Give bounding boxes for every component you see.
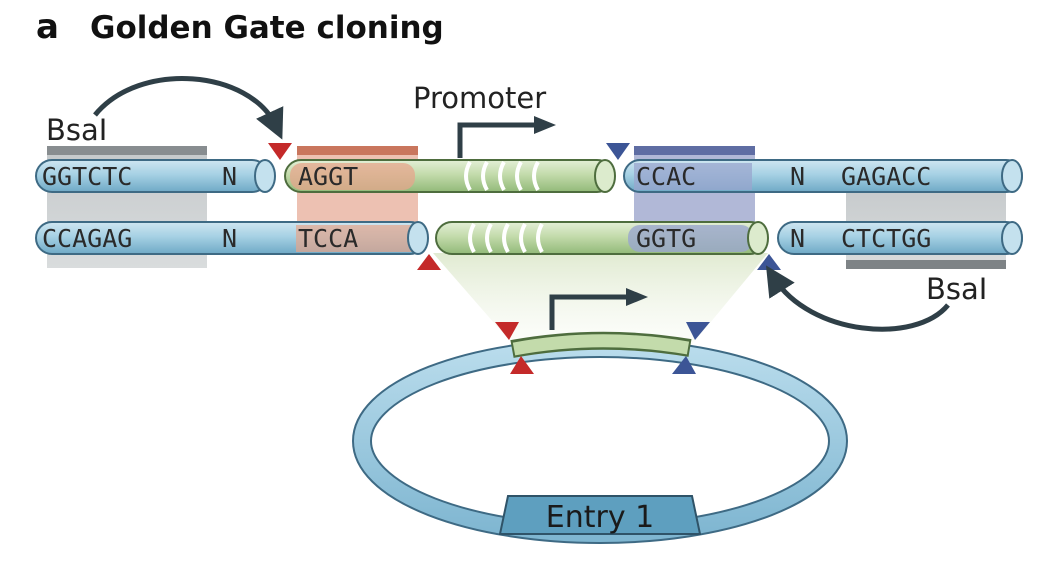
bottom-right-end [1001, 221, 1023, 255]
top-overhang-right: CCAC [636, 162, 696, 191]
bsai-bar-right [846, 260, 1006, 269]
entry-plasmid: Entry 1 [352, 288, 848, 544]
plasmid-promoter-arrow-head [626, 288, 648, 306]
cut-site-top-right-marker [606, 143, 630, 160]
bottom-overhang-blue-tint [628, 225, 753, 252]
bottom-overhang-tint [296, 225, 416, 252]
cut-site-bottom-left-marker [417, 254, 441, 270]
plasmid-insert [512, 334, 690, 356]
junction-left-top-marker [495, 322, 519, 340]
bottom-right-site: CTCTGG [841, 224, 931, 253]
top-right-overhang-tint [634, 163, 752, 190]
top-promoter-end [594, 159, 616, 193]
bsai-bottom-arrow [765, 265, 950, 332]
bsai-label-bottom: BsaI [926, 272, 987, 306]
bottom-promoter-end [747, 221, 769, 255]
bottom-overhang-right: GGTG [636, 224, 696, 253]
plasmid-promoter-arrow [549, 294, 630, 330]
figure-title: Golden Gate cloning [90, 10, 444, 46]
top-right-site: GAGACC [841, 162, 931, 191]
bottom-left-site: CCAGAG [42, 224, 132, 253]
panel-letter: a [36, 7, 59, 47]
top-right-n: N [790, 162, 805, 191]
cut-site-top-left-marker [268, 143, 292, 160]
promoter-arrow-head [534, 116, 556, 134]
promoter-label: Promoter [413, 81, 546, 115]
bottom-left-n: N [222, 224, 237, 253]
bsai-top-arrow [93, 76, 284, 140]
entry-label: Entry 1 [546, 500, 654, 535]
junction-left-bottom-marker [510, 356, 534, 374]
bsai-bar-left [47, 146, 207, 155]
entry-label-box [498, 495, 702, 535]
bottom-overhang-left: TCCA [298, 224, 358, 253]
top-left-end [254, 159, 276, 193]
bottom-right-n: N [790, 224, 805, 253]
bottom-left-end [407, 221, 429, 255]
top-left-n: N [222, 162, 237, 191]
overhang-bar-right [634, 146, 755, 155]
top-left-site: GGTCTC [42, 162, 132, 191]
junction-right-bottom-marker [672, 356, 696, 374]
bsai-label-top: BsaI [46, 113, 107, 147]
bottom-strand: CCAGAG N TCCA GGTG N CTCTGG [35, 221, 1023, 255]
overhang-bar-left [297, 146, 418, 155]
junction-right-top-marker [686, 322, 710, 340]
top-right-end [1001, 159, 1023, 193]
bottom-helix-marks [468, 223, 544, 253]
top-overhang-left: AGGT [298, 162, 358, 191]
top-strand: GGTCTC N AGGT CCAC N GAGACC [35, 159, 1023, 193]
top-helix-marks [464, 161, 540, 191]
top-overhang-tint [290, 163, 415, 190]
promoter-arrow [457, 122, 538, 158]
